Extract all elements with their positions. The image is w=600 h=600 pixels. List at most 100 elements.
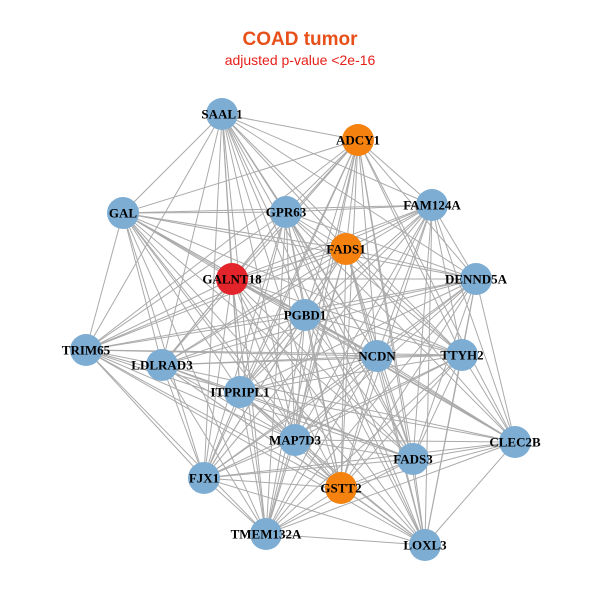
edge-FAM124A-FADS1 [345, 204, 433, 250]
edge-FADS1-GSTT2 [340, 248, 347, 489]
edge-ADCY1-LDLRAD3 [161, 139, 359, 366]
edge-ADCY1-CLEC2B [357, 139, 516, 443]
edge-GPR63-FAM124A [285, 204, 433, 213]
edge-FADS1-LOXL3 [345, 248, 426, 546]
node-ncdn[interactable]: NCDN [358, 340, 396, 372]
edge-FADS1-TTYH2 [345, 248, 463, 356]
node-fads3[interactable]: FADS3 [393, 443, 433, 475]
edge-ADCY1-FJX1 [203, 139, 359, 479]
edge-GPR63-FJX1 [203, 211, 287, 479]
node-trim65[interactable]: TRIM65 [62, 334, 111, 366]
edge-ADCY1-FADS1 [345, 139, 359, 250]
node-fam124a[interactable]: FAM124A [403, 189, 461, 221]
edge-PGBD1-LDLRAD3 [161, 314, 306, 366]
node-label: FADS3 [393, 452, 433, 467]
edge-ADCY1-GAL [122, 139, 359, 214]
node-label: LDLRAD3 [131, 358, 193, 373]
edge-SAAL1-FAM124A [221, 113, 433, 206]
node-circle [361, 340, 393, 372]
edge-DENND5A-GSTT2 [340, 278, 477, 489]
node-circle [289, 299, 321, 331]
node-label: ITPRIPL1 [210, 385, 269, 400]
node-galnt18[interactable]: GALNT18 [202, 263, 262, 295]
edge-FAM124A-FADS3 [412, 204, 433, 460]
edge-NCDN-FJX1 [203, 355, 378, 479]
edge-FADS3-FJX1 [203, 458, 414, 479]
edge-SAAL1-TMEM132A [221, 113, 267, 535]
edge-SAAL1-MAP7D3 [221, 113, 296, 441]
edge-FAM124A-LOXL3 [424, 204, 433, 546]
node-circle [330, 233, 362, 265]
node-circle [446, 339, 478, 371]
node-itpripl1[interactable]: ITPRIPL1 [210, 376, 270, 408]
node-fads1[interactable]: FADS1 [326, 233, 366, 265]
edge-TRIM65-LOXL3 [85, 349, 426, 546]
node-circle [206, 98, 238, 130]
node-circle [409, 529, 441, 561]
node-adcy1[interactable]: ADCY1 [336, 124, 380, 156]
edge-SAAL1-GAL [122, 113, 223, 214]
node-saal1[interactable]: SAAL1 [201, 98, 243, 130]
node-circle [342, 124, 374, 156]
edge-TTYH2-ITPRIPL1 [239, 354, 463, 393]
node-circle [397, 443, 429, 475]
edge-NCDN-GSTT2 [340, 355, 378, 489]
edge-SAAL1-DENND5A [221, 113, 477, 280]
edge-FAM124A-FJX1 [203, 204, 433, 479]
node-circle [325, 472, 357, 504]
edge-DENND5A-FADS3 [412, 278, 477, 460]
edge-NCDN-CLEC2B [376, 355, 516, 443]
edge-SAAL1-ADCY1 [221, 113, 359, 141]
edge-layer [85, 113, 516, 546]
edge-CLEC2B-GSTT2 [340, 441, 516, 489]
edge-ADCY1-PGBD1 [304, 139, 359, 316]
edge-TTYH2-FJX1 [203, 354, 463, 479]
node-label: GPR63 [266, 205, 307, 220]
node-dennd5a[interactable]: DENND5A [445, 263, 508, 295]
node-clec2b[interactable]: CLEC2B [489, 426, 541, 458]
edge-SAAL1-FJX1 [203, 113, 223, 479]
node-gstt2[interactable]: GSTT2 [320, 472, 362, 504]
edge-NCDN-TMEM132A [265, 355, 378, 535]
edge-TRIM65-TMEM132A [85, 349, 267, 535]
edge-GALNT18-FJX1 [203, 278, 233, 479]
edge-TRIM65-TTYH2 [85, 349, 463, 356]
figure-subtitle: adjusted p-value <2e-16 [224, 52, 376, 68]
edge-LDLRAD3-FJX1 [161, 364, 205, 479]
edge-SAAL1-PGBD1 [221, 113, 306, 316]
edge-TMEM132A-LOXL3 [265, 533, 426, 546]
node-circle [250, 518, 282, 550]
edge-ADCY1-TRIM65 [85, 139, 359, 351]
edge-DENND5A-PGBD1 [304, 278, 477, 316]
edge-GSTT2-LOXL3 [340, 487, 426, 546]
edge-GALNT18-MAP7D3 [231, 278, 296, 441]
node-ttyh2[interactable]: TTYH2 [440, 339, 484, 371]
node-loxl3[interactable]: LOXL3 [403, 529, 447, 561]
edge-LDLRAD3-CLEC2B [161, 364, 516, 443]
edge-NCDN-ITPRIPL1 [239, 355, 378, 393]
node-tmem132a[interactable]: TMEM132A [231, 518, 302, 550]
edge-DENND5A-NCDN [376, 278, 477, 357]
node-gpr63[interactable]: GPR63 [266, 196, 307, 228]
node-ldlrad3[interactable]: LDLRAD3 [131, 349, 193, 381]
node-circle [499, 426, 531, 458]
edge-ADCY1-LOXL3 [357, 139, 426, 546]
edge-GAL-LDLRAD3 [122, 212, 163, 366]
edge-FADS1-CLEC2B [345, 248, 516, 443]
edge-LDLRAD3-TTYH2 [161, 354, 463, 366]
edge-GALNT18-FADS3 [231, 278, 414, 460]
edge-FAM124A-TMEM132A [265, 204, 433, 535]
node-fjx1[interactable]: FJX1 [188, 462, 220, 494]
edge-DENND5A-CLEC2B [475, 278, 516, 443]
edge-TRIM65-MAP7D3 [85, 349, 296, 441]
node-map7d3[interactable]: MAP7D3 [269, 424, 321, 456]
edge-PGBD1-FADS3 [304, 314, 414, 460]
node-gal[interactable]: GAL [107, 197, 139, 229]
edge-DENND5A-TMEM132A [265, 278, 477, 535]
edge-GAL-LOXL3 [122, 212, 426, 546]
node-pgbd1[interactable]: PGBD1 [284, 299, 327, 331]
edge-TTYH2-MAP7D3 [294, 354, 463, 441]
node-label: GSTT2 [320, 481, 361, 496]
